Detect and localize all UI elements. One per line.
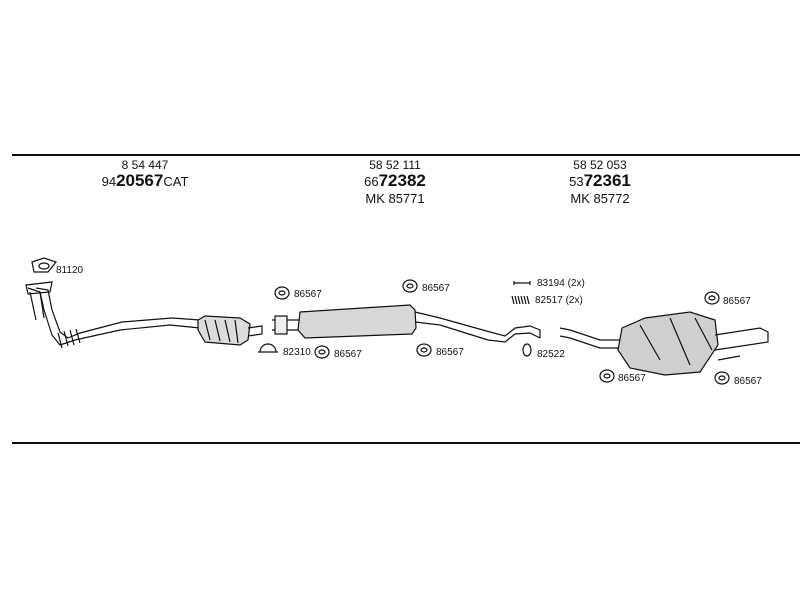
bottom-rule <box>12 442 800 444</box>
middle-pipe <box>272 304 541 343</box>
part-group-rear: 58 52 053 5372361 MK 85772 <box>545 158 655 206</box>
label-hanger: 86567 <box>436 347 464 358</box>
label-hanger: 86567 <box>334 349 362 360</box>
ref-number: 6672382 <box>364 171 426 190</box>
bolt-icon <box>513 281 531 285</box>
label-hanger: 86567 <box>422 283 450 294</box>
label-hanger: 86567 <box>294 289 322 300</box>
label-hanger: 86567 <box>723 296 751 307</box>
ref-number: 9420567CAT <box>101 171 189 190</box>
part-number: 8 54 447 <box>121 158 169 172</box>
label-gasket: 81120 <box>56 265 84 276</box>
part-group-middle: 58 52 111 6672382 MK 85771 <box>340 158 450 206</box>
label-spring: 82517 (2x) <box>535 295 583 306</box>
ring-icon <box>522 343 532 357</box>
clamp-icon <box>258 343 278 353</box>
rear-muffler <box>559 311 769 376</box>
part-number: 58 52 111 <box>369 158 421 172</box>
mk-number: MK 85771 <box>365 191 425 206</box>
front-pipe <box>25 281 201 349</box>
label-bolt: 83194 (2x) <box>537 278 585 289</box>
mk-number: MK 85772 <box>570 191 630 206</box>
ref-number: 5372361 <box>569 171 631 190</box>
hanger-icons <box>274 279 730 385</box>
spring-icon <box>511 295 530 305</box>
label-hanger: 86567 <box>618 373 646 384</box>
top-rule <box>12 154 800 156</box>
label-ring: 82522 <box>537 349 565 360</box>
part-group-front: 8 54 447 9420567CAT <box>90 158 200 191</box>
part-number: 58 52 053 <box>573 158 627 172</box>
catalytic-converter <box>197 315 263 346</box>
label-hanger: 86567 <box>734 376 762 387</box>
gasket-icon <box>31 257 58 273</box>
label-clamp: 82310 <box>283 347 311 358</box>
